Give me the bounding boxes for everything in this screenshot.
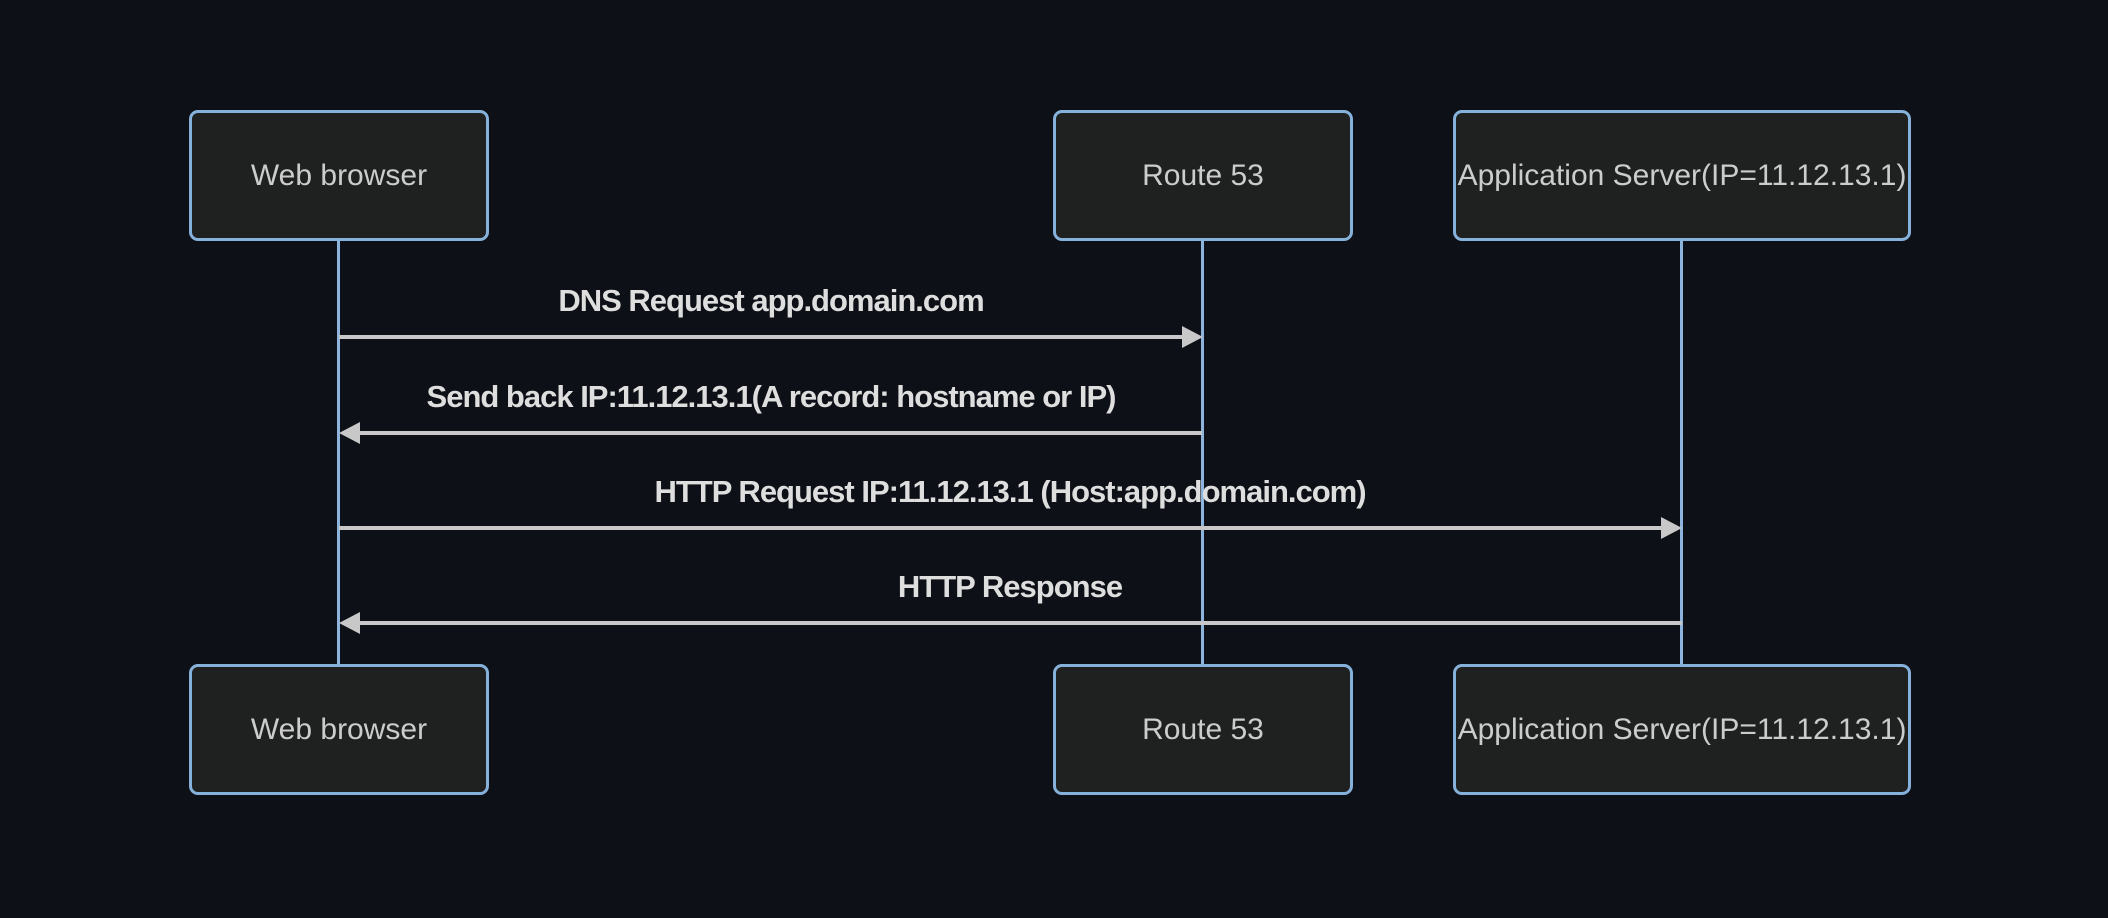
message-arrow-http-response [358,621,1682,625]
actor-label: Application Server(IP=11.12.13.1) [1457,158,1907,192]
message-arrow-http-request [339,526,1662,530]
message-label-http-response: HTTP Response [897,569,1123,604]
actor-label: Application Server(IP=11.12.13.1) [1457,712,1907,746]
message-arrow-send-back-ip [358,431,1202,435]
actor-label: Web browser [250,158,428,192]
actor-label: Route 53 [1142,712,1264,746]
actor-label: Route 53 [1142,158,1264,192]
actor-label: Web browser [250,712,428,746]
message-label-http-request: HTTP Request IP:11.12.13.1 (Host:app.dom… [654,474,1366,509]
lifeline-application-server [1680,241,1683,664]
actor-box-route-53-top: Route 53 [1053,110,1353,241]
lifeline-route-53 [1201,241,1204,664]
arrowhead-right-icon [1182,326,1203,348]
actor-box-application-server-bottom: Application Server(IP=11.12.13.1) [1453,664,1911,795]
lifeline-web-browser [337,241,340,664]
message-label-send-back-ip: Send back IP:11.12.13.1(A record: hostna… [426,379,1117,414]
arrowhead-right-icon [1661,517,1682,539]
actor-box-route-53-bottom: Route 53 [1053,664,1353,795]
arrowhead-left-icon [339,612,360,634]
actor-box-application-server-top: Application Server(IP=11.12.13.1) [1453,110,1911,241]
actor-box-web-browser-top: Web browser [189,110,489,241]
message-label-dns-request: DNS Request app.domain.com [558,283,984,318]
actor-box-web-browser-bottom: Web browser [189,664,489,795]
message-arrow-dns-request [339,335,1184,339]
arrowhead-left-icon [339,422,360,444]
